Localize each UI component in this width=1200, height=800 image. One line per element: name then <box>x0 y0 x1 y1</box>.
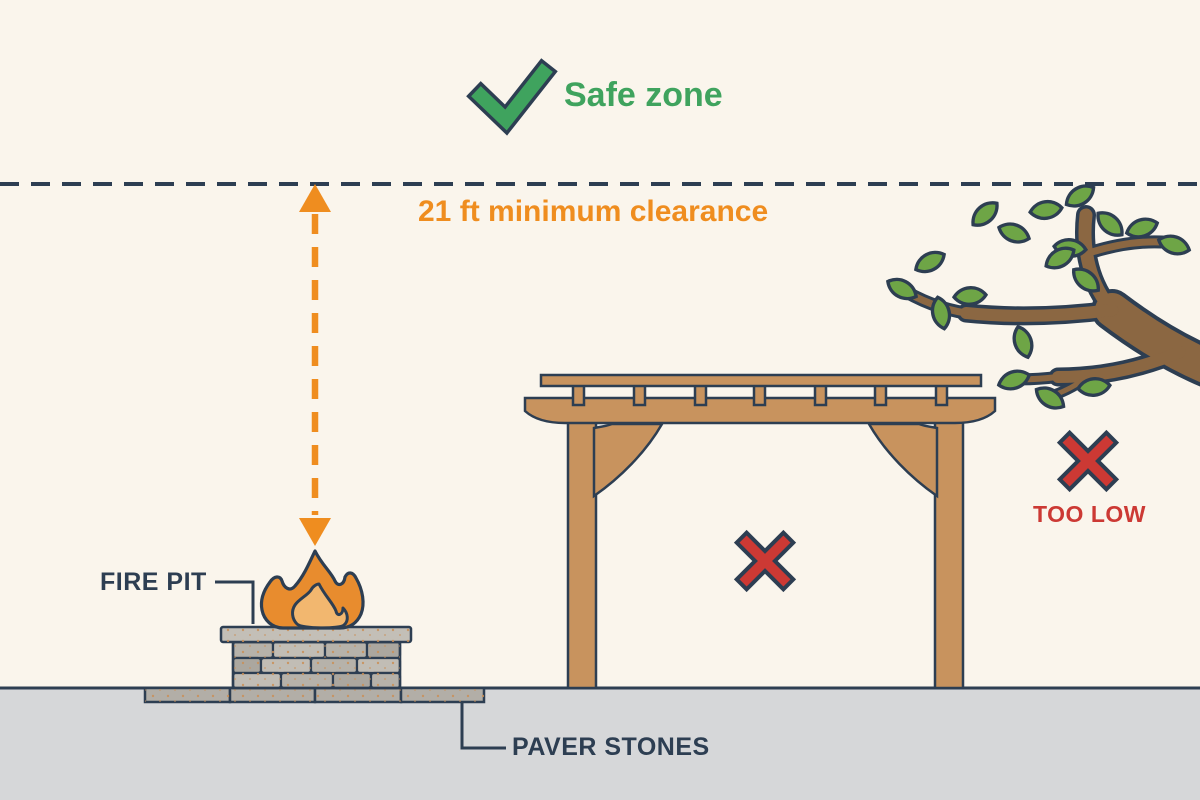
tree-branch-illustration <box>882 178 1200 416</box>
safe-zone-label: Safe zone <box>564 76 723 114</box>
pergola-illustration <box>523 373 997 690</box>
fire-pit-label: FIRE PIT <box>100 568 207 596</box>
ground <box>0 686 1200 800</box>
flame-icon <box>259 549 365 630</box>
checkmark-icon <box>466 58 558 136</box>
too-low-label: TOO LOW <box>1033 501 1146 527</box>
clearance-label: 21 ft minimum clearance <box>418 195 769 228</box>
double-arrow-icon <box>299 184 331 546</box>
x-icon-under-tree <box>1056 429 1120 493</box>
fire-pit-illustration <box>219 625 413 690</box>
paver-stones-label: PAVER STONES <box>512 733 710 761</box>
paver-stones-illustration <box>143 686 486 704</box>
paver-stones-leader-line <box>460 702 506 750</box>
fire-pit-leader-line <box>215 580 255 624</box>
x-icon-under-pergola <box>733 529 797 593</box>
